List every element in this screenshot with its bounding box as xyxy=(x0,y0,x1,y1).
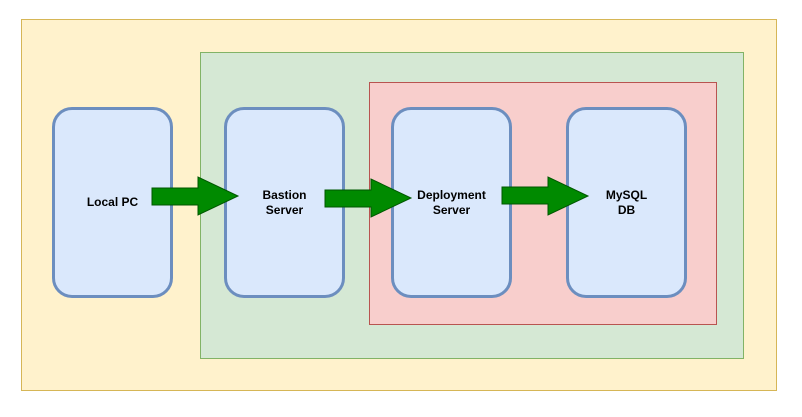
arrow-bastion-to-deployment[interactable] xyxy=(324,178,413,218)
node-bastion-server-label: Bastion Server xyxy=(262,187,307,217)
node-deployment-server-label: Deployment Server xyxy=(417,187,486,217)
node-local-pc-label: Local PC xyxy=(86,195,139,209)
node-deployment-server[interactable]: Deployment Server xyxy=(391,107,512,298)
arrow-local-to-bastion[interactable] xyxy=(151,176,240,216)
arrow-deployment-to-mysql[interactable] xyxy=(501,176,590,216)
node-mysql-db-label: MySQL DB xyxy=(605,187,648,217)
node-mysql-db[interactable]: MySQL DB xyxy=(566,107,687,298)
